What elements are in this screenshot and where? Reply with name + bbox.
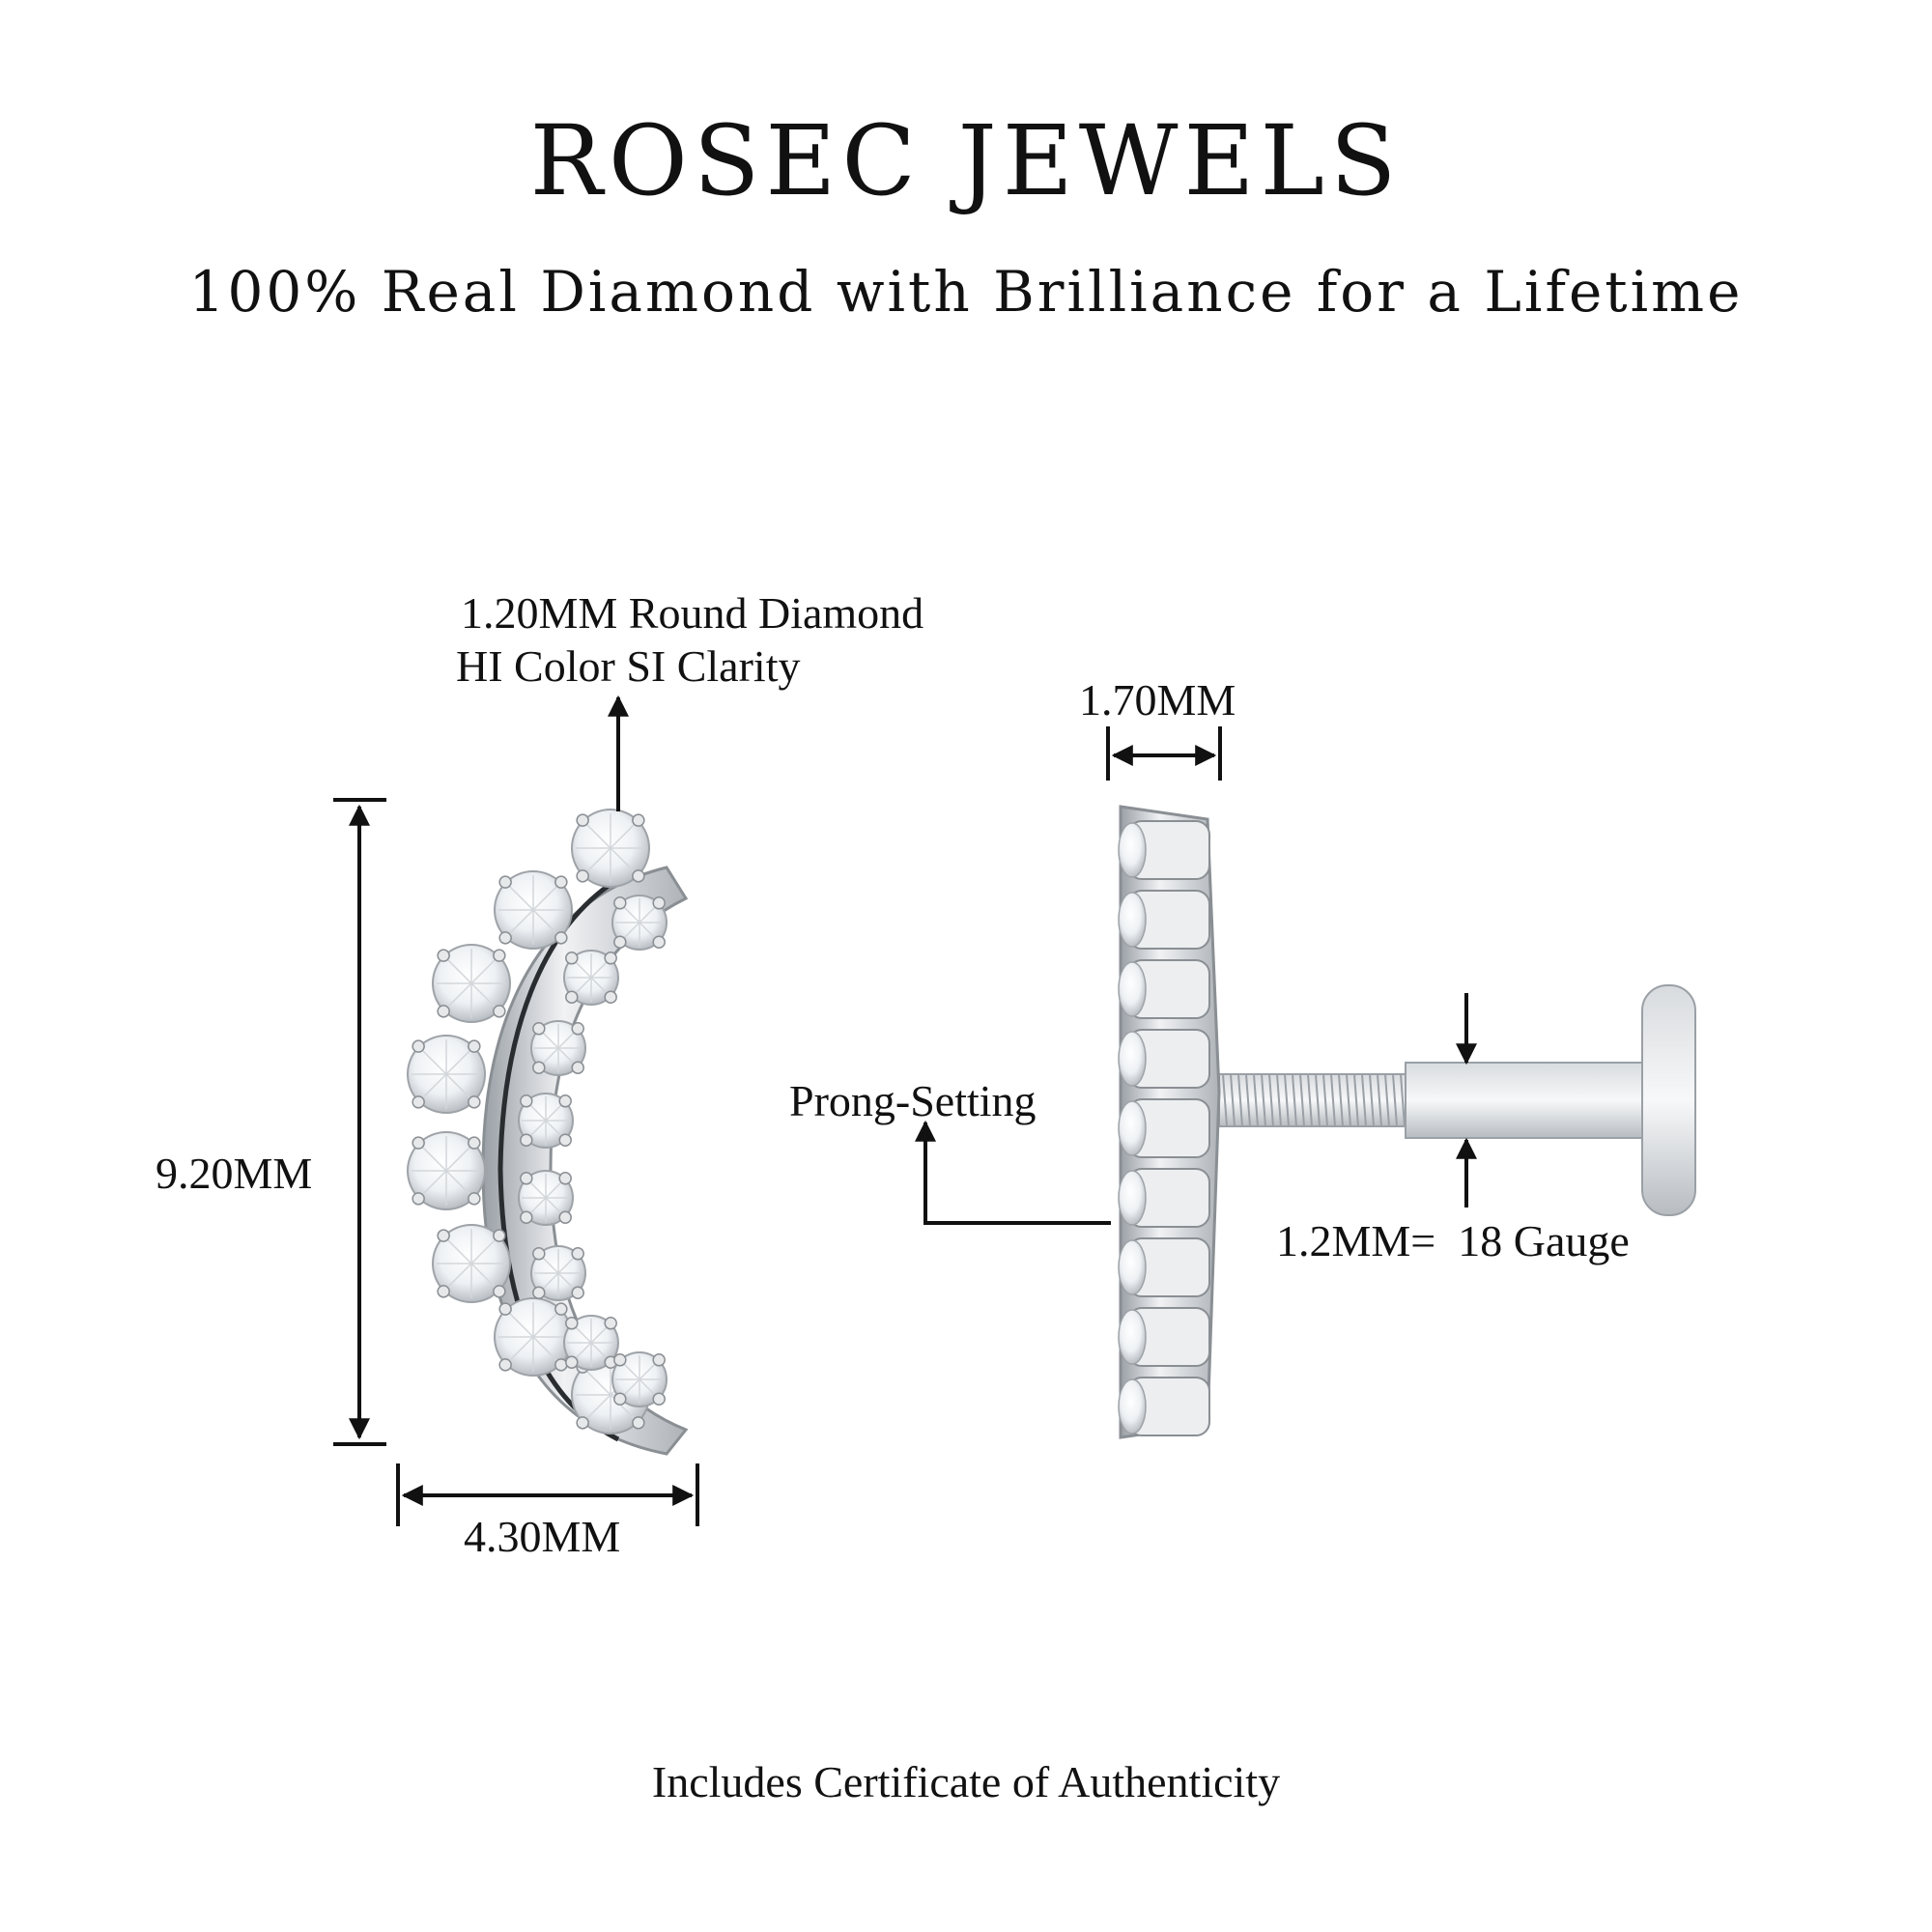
round-diamond — [407, 1035, 486, 1114]
diamond-cluster — [407, 809, 668, 1435]
depth-label: 1.70MM — [1079, 675, 1236, 724]
gauge-label: 1.2MM= 18 Gauge — [1276, 1216, 1630, 1265]
side-diamond — [1118, 1170, 1147, 1226]
tagline: 100% Real Diamond with Brilliance for a … — [188, 259, 1744, 325]
earring-side-view — [1118, 805, 1696, 1439]
round-diamond — [518, 1093, 574, 1149]
flat-back-disc — [1641, 984, 1696, 1216]
diamond-quality-label: HI Color SI Clarity — [456, 641, 801, 691]
labret-shaft — [1405, 1062, 1658, 1139]
round-diamond — [494, 870, 573, 950]
round-diamond — [611, 895, 668, 951]
round-diamond — [563, 950, 619, 1006]
side-diamond — [1118, 1031, 1147, 1087]
width-label: 4.30MM — [464, 1512, 621, 1561]
round-diamond — [432, 944, 511, 1023]
round-diamond — [432, 1224, 511, 1303]
side-diamond — [1118, 1309, 1147, 1365]
setting-label: Prong-Setting — [789, 1076, 1037, 1125]
certificate-note: Includes Certificate of Authenticity — [651, 1757, 1281, 1806]
height-label: 9.20MM — [156, 1149, 313, 1198]
round-diamond — [571, 809, 650, 888]
side-diamond — [1118, 1100, 1147, 1156]
side-diamond — [1118, 1239, 1147, 1295]
side-diamond — [1118, 892, 1147, 948]
threaded-post — [1218, 1073, 1408, 1127]
round-diamond — [530, 1020, 586, 1076]
side-diamond — [1118, 1378, 1147, 1435]
brand-title: ROSEC JEWELS — [529, 104, 1403, 217]
diamond-spec-label: 1.20MM Round Diamond — [461, 588, 924, 638]
round-diamond — [407, 1131, 486, 1210]
prong-callout-arrow — [915, 1120, 1111, 1225]
round-diamond — [530, 1245, 586, 1301]
round-diamond — [563, 1315, 619, 1371]
side-diamond — [1118, 961, 1147, 1017]
side-diamond — [1118, 822, 1147, 878]
round-diamond — [518, 1170, 574, 1226]
round-diamond — [611, 1351, 668, 1407]
round-diamond — [494, 1297, 573, 1377]
